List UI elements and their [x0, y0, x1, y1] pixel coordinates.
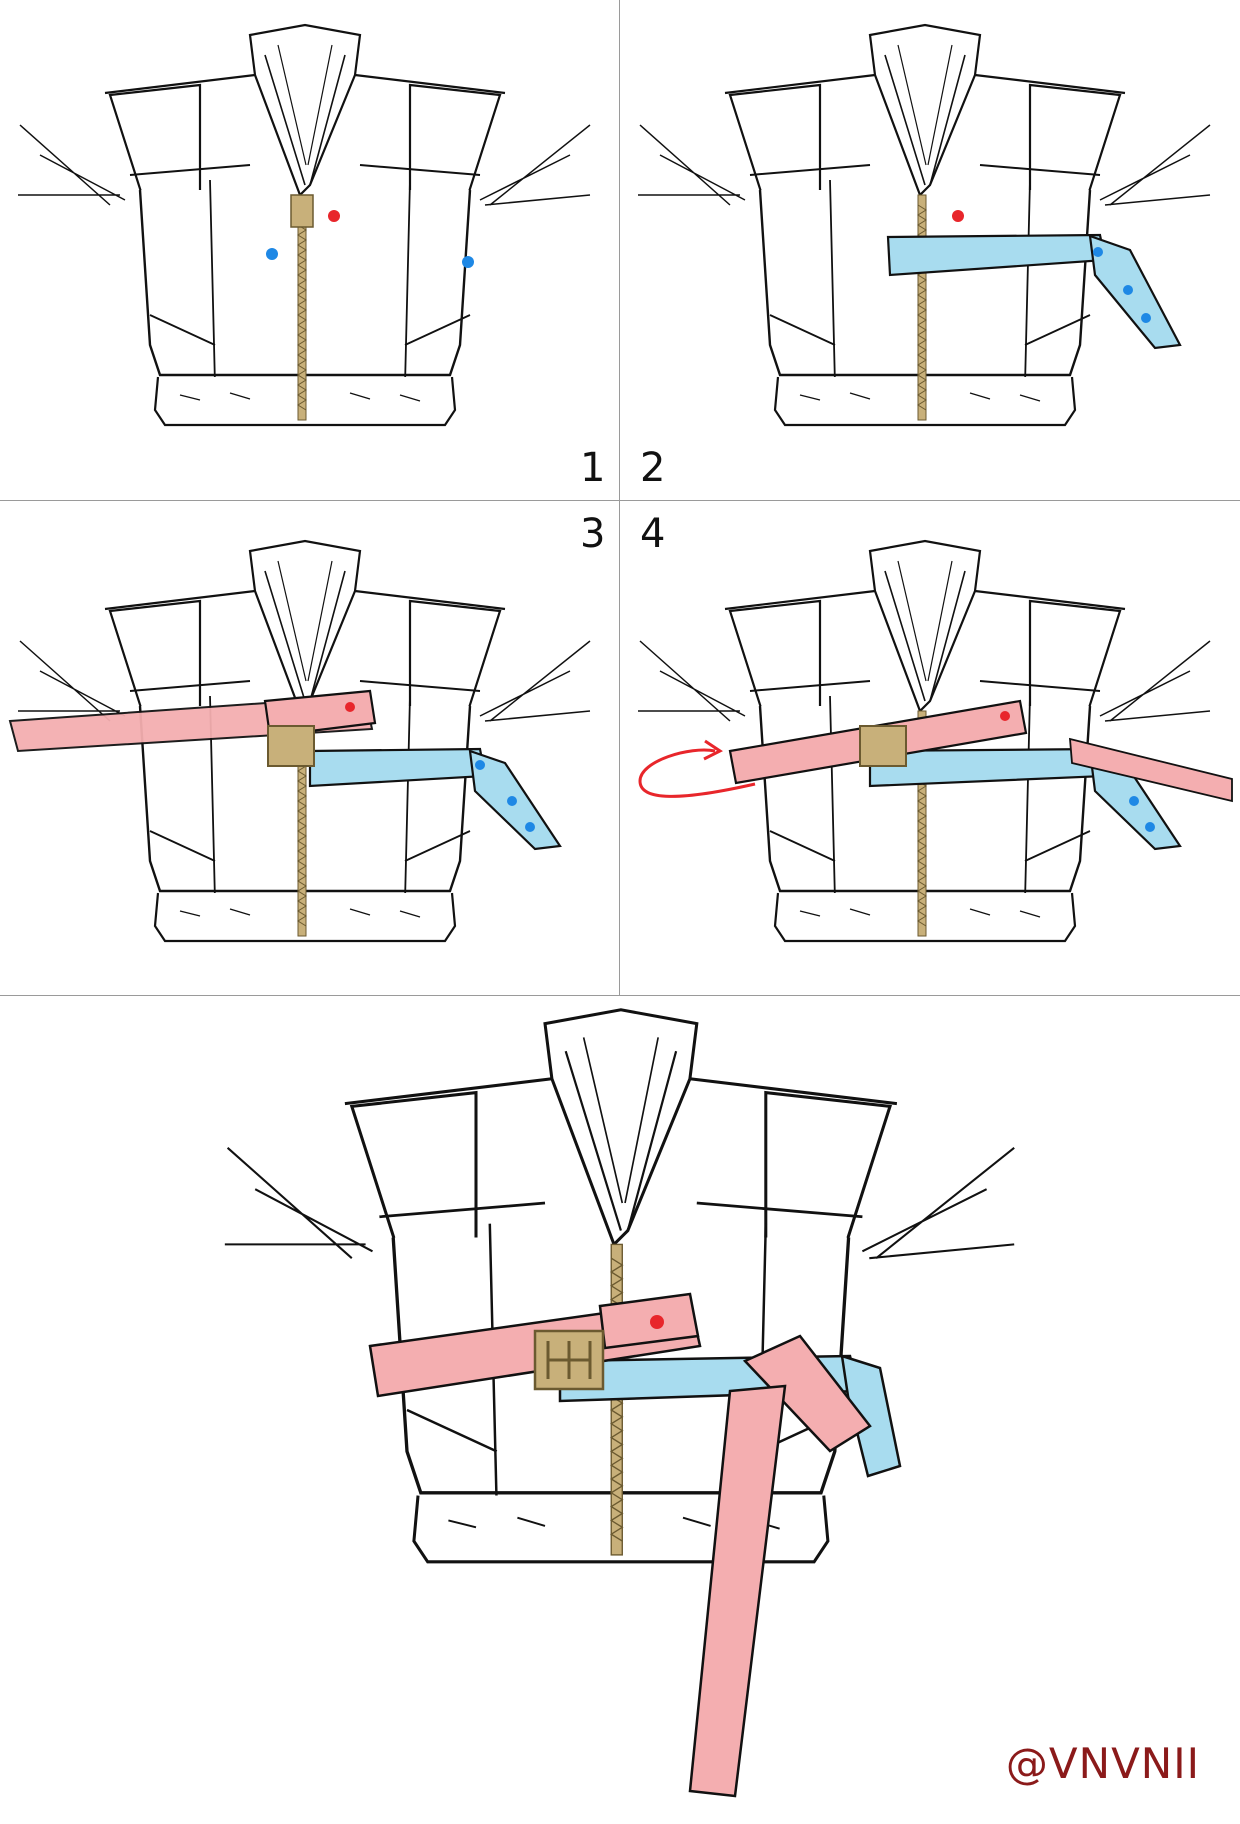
- snap-marker: [1000, 711, 1010, 721]
- jacket-illustration: [636, 539, 1233, 943]
- step-number-4: 4: [640, 511, 666, 557]
- jacket-illustration: [8, 539, 592, 943]
- snap-marker: [952, 210, 964, 222]
- buckle-icon: [290, 194, 314, 228]
- vertical-divider: [619, 0, 620, 995]
- snap-marker: [266, 248, 278, 260]
- snap-marker: [1145, 822, 1155, 832]
- buckle-icon: [859, 725, 907, 767]
- jacket-illustration: [223, 1008, 1016, 1798]
- snap-marker: [1093, 247, 1103, 257]
- step-4-panel: [620, 501, 1240, 995]
- snap-marker: [507, 796, 517, 806]
- step-3-panel: [0, 501, 619, 995]
- snap-marker: [1141, 313, 1151, 323]
- step-2-panel: [620, 0, 1240, 500]
- snap-marker: [345, 702, 355, 712]
- horizontal-divider-upper: [0, 500, 1240, 501]
- buckle-icon: [267, 725, 315, 767]
- snap-marker: [1123, 285, 1133, 295]
- jacket-illustration: [16, 23, 592, 427]
- author-watermark: @VNVNII: [1005, 1739, 1200, 1788]
- step-number-1: 1: [580, 445, 606, 491]
- snap-marker: [1129, 796, 1139, 806]
- step-number-3: 3: [580, 511, 606, 557]
- step-1-panel: [0, 0, 619, 500]
- jacket-illustration: [636, 23, 1212, 427]
- snap-marker: [475, 760, 485, 770]
- redirect-arrow-icon: [638, 748, 756, 798]
- horizontal-divider-lower: [0, 995, 1240, 996]
- snap-marker: [328, 210, 340, 222]
- snap-marker: [462, 256, 474, 268]
- final-result-panel: [0, 996, 1240, 1824]
- step-number-2: 2: [640, 445, 666, 491]
- snap-marker: [525, 822, 535, 832]
- snap-marker: [650, 1315, 664, 1329]
